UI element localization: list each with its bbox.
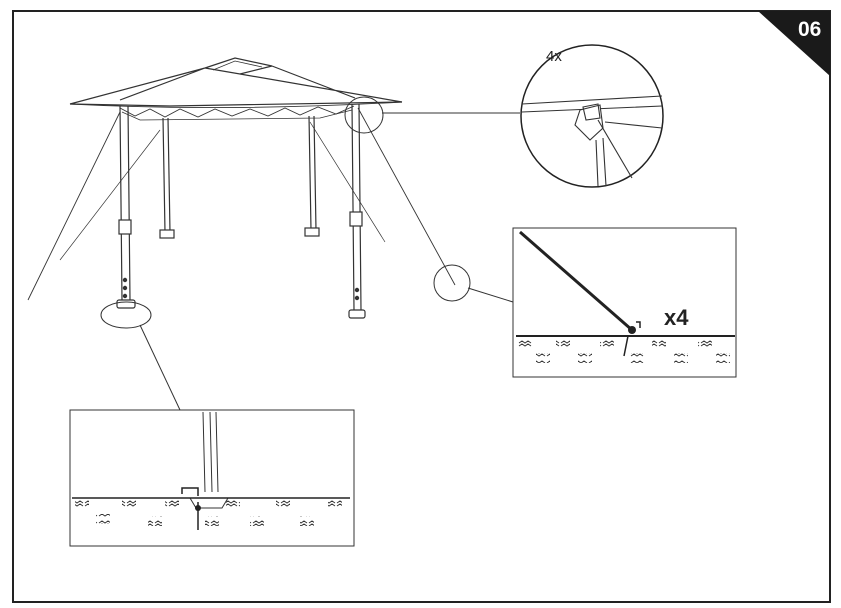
gazebo-icon — [27, 57, 456, 319]
page-frame — [12, 10, 831, 603]
leg-foot-stake-icon — [69, 409, 355, 547]
rope-end-highlight — [433, 264, 471, 302]
roof-clip-detail-icon: 4x — [520, 44, 664, 188]
roof-corner-highlight — [344, 96, 384, 134]
stake-quantity: x4 — [664, 305, 689, 330]
foot-callout-leader — [139, 324, 181, 411]
ground-hatch-icon — [75, 500, 342, 526]
roof-clip-quantity: 4x — [546, 48, 562, 65]
ground-hatch-icon — [518, 340, 730, 363]
foot-highlight — [100, 301, 152, 329]
step-number: 06 — [798, 18, 821, 41]
guy-rope-stake-icon: x4 — [512, 227, 737, 378]
step-corner-tab: 06 — [758, 11, 830, 76]
rope-callout-leader — [467, 287, 514, 303]
